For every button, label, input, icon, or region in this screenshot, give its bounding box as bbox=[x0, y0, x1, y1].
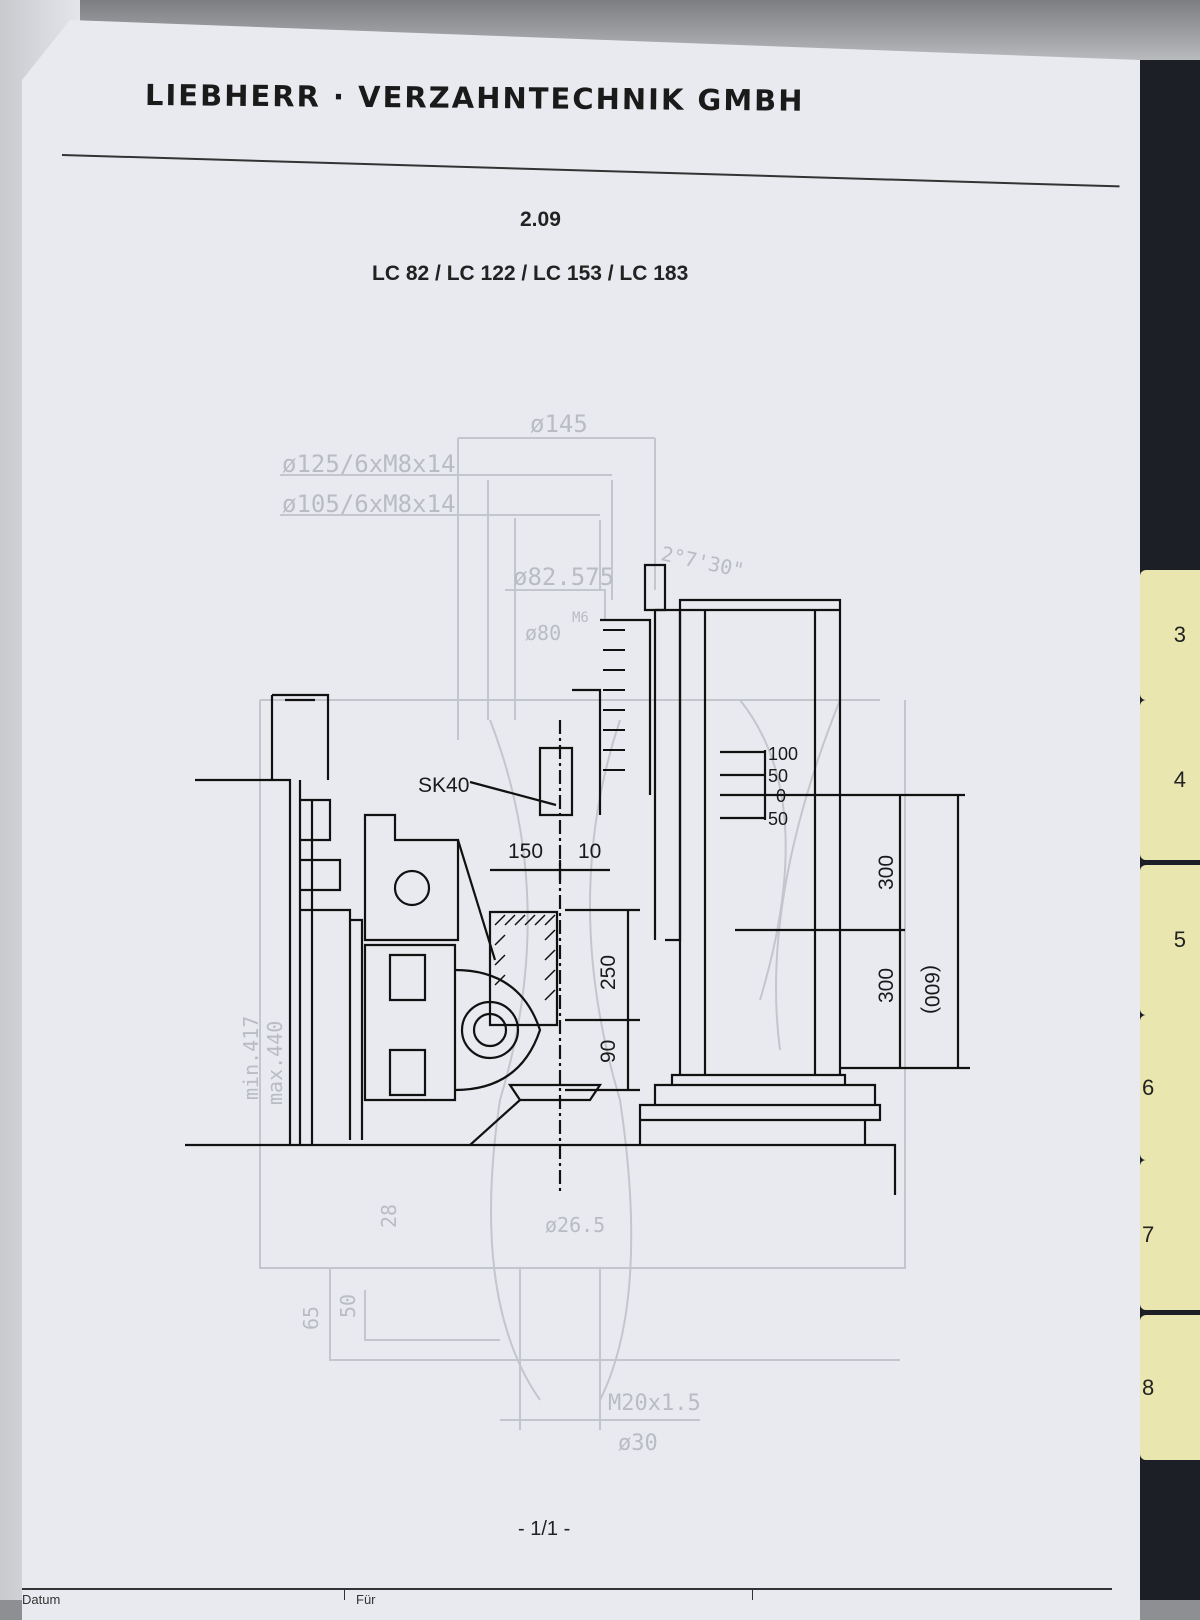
faint-dim-d105: ø105/6xM8x14 bbox=[282, 490, 455, 518]
faint-dim-m6: M6 bbox=[572, 610, 589, 626]
dim-250: 250 bbox=[597, 955, 620, 990]
scale-100: 100 bbox=[768, 744, 798, 764]
scale-0: 0 bbox=[776, 786, 786, 806]
index-tab[interactable]: 8 bbox=[1140, 1315, 1200, 1460]
index-tab[interactable]: 6 bbox=[1140, 1015, 1200, 1160]
faint-dim-min417: min.417 bbox=[239, 1016, 263, 1100]
faint-dim-d82: ø82.575 bbox=[513, 563, 614, 591]
model-list: LC 82 / LC 122 / LC 153 / LC 183 bbox=[372, 262, 689, 285]
faint-dim-angle: 2°7'30" bbox=[659, 541, 746, 582]
index-tab[interactable]: 5 bbox=[1140, 865, 1200, 1015]
dim-300-top: 300 bbox=[875, 855, 898, 890]
index-tab[interactable]: 4 bbox=[1140, 700, 1200, 860]
index-tab[interactable]: 7 bbox=[1140, 1160, 1200, 1310]
scale-ticks bbox=[603, 629, 625, 771]
faint-dim-d125: ø125/6xM8x14 bbox=[282, 450, 455, 478]
scale-50-bottom: 50 bbox=[768, 809, 788, 829]
hatching bbox=[494, 914, 556, 1001]
footer-divider bbox=[752, 1588, 753, 1600]
faint-outline bbox=[259, 437, 906, 1430]
dim-90: 90 bbox=[597, 1040, 620, 1063]
machine-outline bbox=[185, 563, 970, 1195]
section-number: 2.09 bbox=[520, 208, 561, 231]
index-tab[interactable]: 3 bbox=[1140, 570, 1200, 700]
footer-rule bbox=[22, 1588, 1112, 1590]
scale-50-top: 50 bbox=[768, 766, 788, 786]
dim-600: (600) bbox=[920, 965, 943, 1014]
faint-dim-65: 65 bbox=[299, 1306, 323, 1330]
dim-10: 10 bbox=[578, 840, 601, 863]
faint-dim-max440: max.440 bbox=[263, 1021, 287, 1105]
faint-dim-d30: ø30 bbox=[618, 1431, 658, 1456]
dim-150: 150 bbox=[508, 840, 543, 863]
document-page bbox=[22, 20, 1140, 1620]
tool-label-sk40: SK40 bbox=[418, 774, 469, 797]
faint-dim-m20: M20x1.5 bbox=[608, 1391, 701, 1416]
faint-dim-d80: ø80 bbox=[525, 621, 561, 645]
faint-dim-d145: ø145 bbox=[530, 410, 588, 438]
footer-divider bbox=[344, 1588, 345, 1600]
dim-300-bottom: 300 bbox=[875, 968, 898, 1003]
faint-dim-50: 50 bbox=[336, 1294, 360, 1318]
faint-dim-28: 28 bbox=[377, 1204, 401, 1228]
page-number: - 1/1 - bbox=[518, 1518, 571, 1540]
faint-dim-d26: ø26.5 bbox=[545, 1213, 605, 1237]
